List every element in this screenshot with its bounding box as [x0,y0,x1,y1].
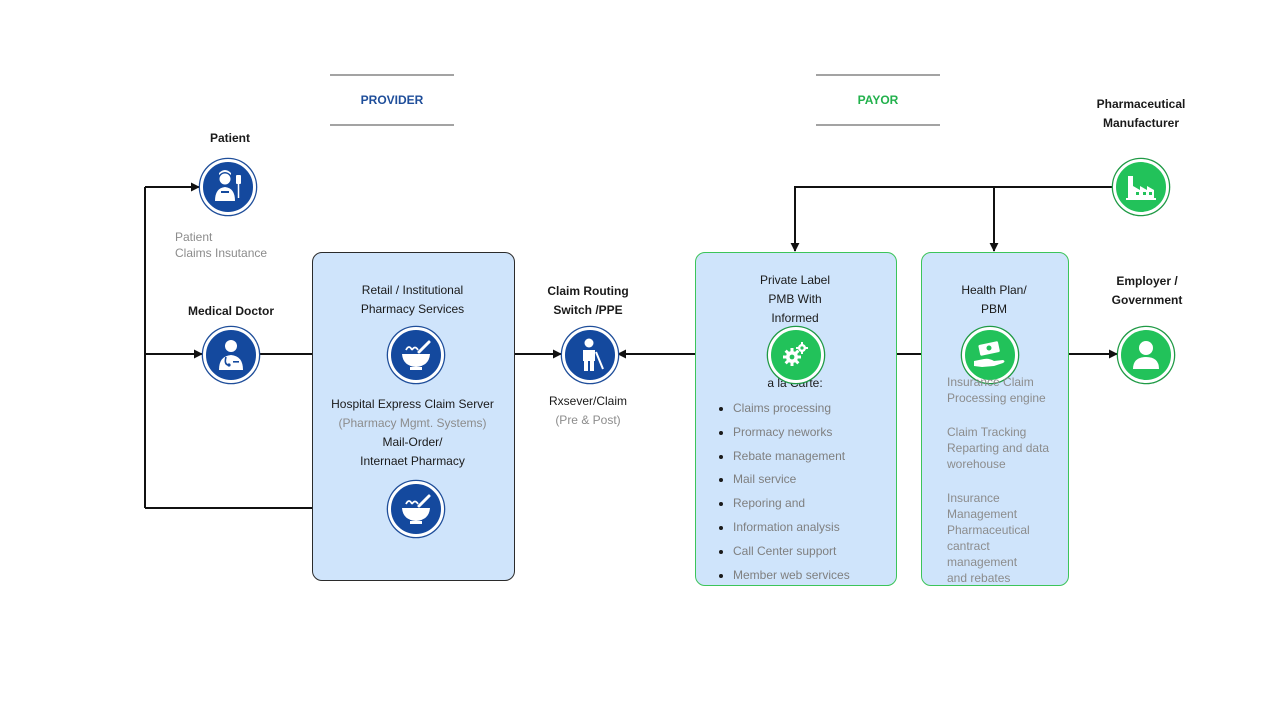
private-label-line3: Informed [771,311,819,325]
health-plan-block2-line: Claim Tracking [947,425,1027,439]
provider-bottom-rule [330,124,454,126]
payor-bottom-rule [816,124,940,126]
health-plan-block3-line: Pharmaceutical [947,523,1030,537]
employer-title-line1: Employer / [1116,274,1178,288]
health-plan-block1: Insurance Claim Processing engine [947,374,1062,406]
health-plan-block3: Insurance Management Pharmaceutical cant… [947,490,1062,586]
provider-top-line2: Pharmacy Services [360,302,465,316]
patient-title: Patient [209,131,250,145]
health-plan-line1: Health Plan/ [961,283,1027,297]
medical-doctor-title: Medical Doctor [187,304,274,318]
health-plan-block1-line: Processing engine [947,391,1046,405]
claim-routing-title: Claim Routing Switch /PPE [530,282,646,320]
provider-panel-mid: Hospital Express Claim Server (Pharmacy … [312,395,513,471]
person-icon [1118,327,1174,383]
money-hand-icon [962,327,1018,383]
worker-icon [562,327,618,383]
payor-section-title: PAYOR [857,93,899,107]
provider-mid-line4: Internaet Pharmacy [360,454,465,468]
health-plan-header: Health Plan/ PBM [921,281,1067,319]
provider-top-rule [330,74,454,76]
claim-routing-sub-line2: (Pre & Post) [555,413,621,427]
arrow-manufacturer-to-private-label [790,186,1113,252]
employer-title-line2: Government [1111,293,1183,307]
health-plan-line2: PBM [980,302,1007,316]
health-plan-block1-line: Insurance Claim [947,375,1034,389]
list-item: Prormacy neworks [733,422,913,446]
mortar-pestle-icon [388,327,444,383]
list-item: Member web services [733,565,913,589]
manufacturer-title: Pharmaceutical Manufacturer [1086,95,1196,133]
claim-routing-sub-line1: Rxsever/Claim [548,394,627,408]
patient-sub-line2: Claims Insutance [175,246,268,260]
list-item: Call Center support [733,541,913,565]
provider-mid-line3: Mail-Order/ [382,435,443,449]
claim-routing-subtitle: Rxsever/Claim (Pre & Post) [530,392,646,430]
claim-routing-title-line2: Switch /PPE [553,303,623,317]
list-item: Information analysis [733,517,913,541]
mortar-pestle-icon-mail-order [388,481,444,537]
provider-mid-line1: Hospital Express Claim Server [331,397,494,411]
services-list: Claims processing Prormacy neworks Rebat… [713,398,913,588]
health-plan-block2-line: worehouse [947,457,1006,471]
list-item: Reporing and [733,493,913,517]
private-label-line1: Private Label [759,273,831,287]
health-plan-block3-line: and rebates [947,571,1011,585]
health-plan-panel [921,252,1069,586]
private-label-line2: PMB With [768,292,822,306]
health-plan-block2: Claim Tracking Reparting and data woreho… [947,424,1062,472]
employer-title: Employer / Government [1092,272,1202,310]
private-label-panel [695,252,897,586]
health-plan-block3-line: Insurance [947,491,1000,505]
doctor-icon [203,327,259,383]
list-item: Mail service [733,469,913,493]
claim-routing-title-line1: Claim Routing [547,284,629,298]
list-item: Rebate management [733,446,913,470]
gears-icon [768,327,824,383]
private-label-header: Private Label PMB With Informed [695,271,895,328]
list-item: Claims processing [733,398,913,422]
factory-icon [1113,159,1169,215]
manufacturer-title-line2: Manufacturer [1102,116,1179,130]
provider-mid-line2: (Pharmacy Mgmt. Systems) [338,416,487,430]
payor-top-rule [816,74,940,76]
patient-nurse-icon [200,159,256,215]
manufacturer-title-line1: Pharmaceutical [1096,97,1186,111]
health-plan-block3-line: cantract [947,539,990,553]
provider-section-title: PROVIDER [360,93,424,107]
patient-sub-line1: Patient [175,230,213,244]
patient-subtitle: Patient Claims Insutance [175,229,285,261]
provider-top-line1: Retail / Institutional [361,283,464,297]
health-plan-block3-line: Management [947,507,1018,521]
health-plan-block2-line: Reparting and data [947,441,1050,455]
provider-panel-header: Retail / Institutional Pharmacy Services [312,281,513,319]
health-plan-block3-line: management [947,555,1018,569]
